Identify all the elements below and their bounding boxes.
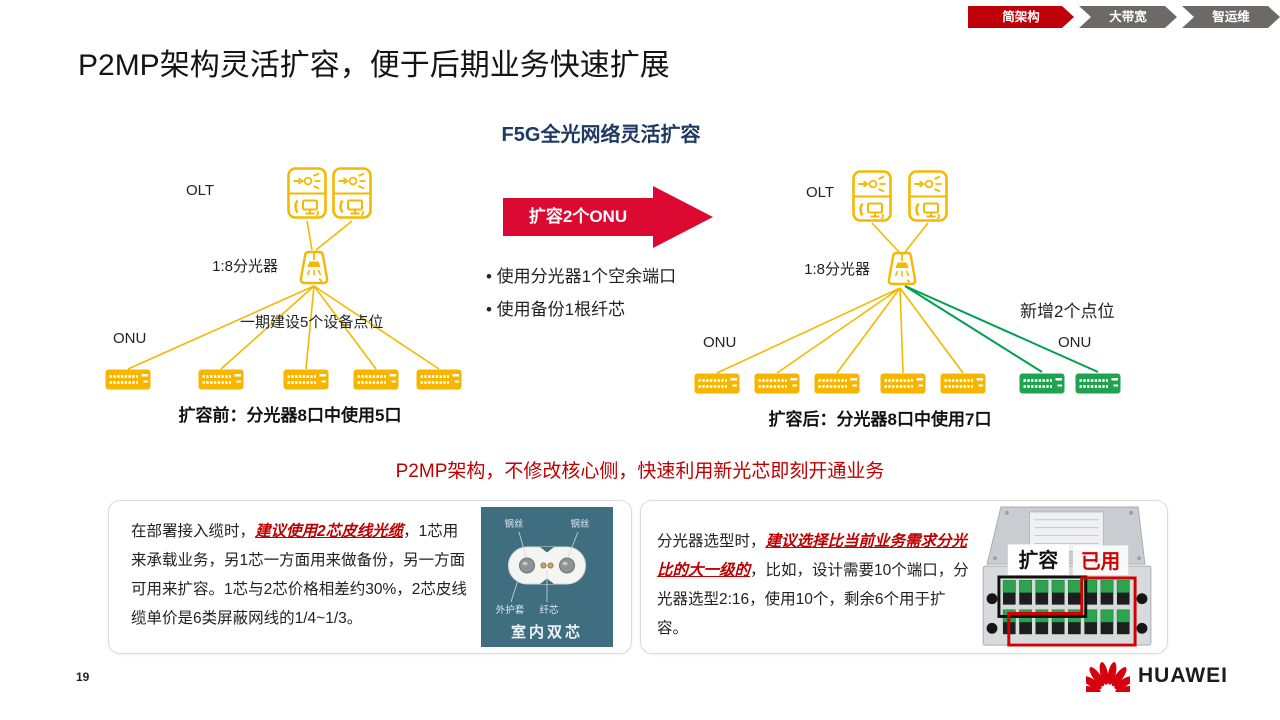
cable-cross-section-image: 钢丝 钢丝 外护套 纤芯 室内双芯 [481,507,613,647]
splitter-label-before: 1:8分光器 [212,258,278,275]
card-cable: 在部署接入缆时，建议使用2芯皮线光缆，1芯用来承载业务，另1芯一方面用来做备份，… [108,500,632,654]
huawei-logo-text: HUAWEI [1138,664,1228,687]
onu-label-after-left: ONU [703,334,737,351]
splitter-label-expand: 扩容 [1019,549,1059,572]
bullet-item: • 使用备份1根纤芯 [486,300,626,319]
onu-device-new-icon [1019,373,1065,394]
olt-icon [332,167,372,219]
cable-label-fiber-core: 纤芯 [539,604,559,616]
onu-device-icon [105,369,151,390]
page-title: P2MP架构灵活扩容，便于后期业务快速扩展 [78,49,670,82]
onu-device-icon [198,369,244,390]
onu-device-icon [353,369,399,390]
splitter-icon [296,250,332,286]
new-points-label: 新增2个点位 [1020,302,1115,321]
page-number: 19 [76,670,90,684]
olt-icon [287,167,327,219]
onu-device-icon [814,373,860,394]
breadcrumb: 简架构 大带宽 智运维 [968,6,1280,28]
onu-device-icon [940,373,986,394]
cable-text-emphasis: 建议使用2芯皮线光缆 [255,523,404,540]
cable-label-outer-sheath: 外护套 [496,604,525,616]
huawei-logo-icon [1086,662,1130,692]
onu-device-icon [694,373,740,394]
caption-after: 扩容后：分光器8口中使用7口 [768,410,992,429]
highlight-statement: P2MP架构，不修改核心侧，快速利用新光芯即刻开通业务 [395,461,885,482]
cable-label-steel-wire-left: 钢丝 [504,518,523,530]
cable-card-text: 在部署接入缆时，建议使用2芯皮线光缆，1芯用来承载业务，另1芯一方面用来做备份，… [131,517,473,633]
tab-smart-om[interactable]: 智运维 [1182,6,1280,28]
splitter-text-suffix: ，比如，设计需要10个端口，分光器选型2:16，使用10个，剩余6个用于扩容。 [657,562,969,637]
splitter-card-text: 分光器选型时，建议选择比当前业务需求分光比的大一级的，比如，设计需要10个端口，… [657,527,973,643]
splitter-text-prefix: 分光器选型时， [657,533,766,550]
expansion-arrow-head-icon [653,186,713,248]
onu-label-after-right: ONU [1058,334,1092,351]
onu-device-icon [416,369,462,390]
tab-big-bandwidth[interactable]: 大带宽 [1079,6,1177,28]
splitter-icon [884,251,920,287]
phase-label: 一期建设5个设备点位 [240,314,384,331]
onu-device-icon [283,369,329,390]
onu-device-new-icon [1075,373,1121,394]
olt-icon [908,170,948,222]
huawei-logo: HUAWEI [1086,660,1228,692]
olt-label-before: OLT [186,182,215,199]
caption-before: 扩容前：分光器8口中使用5口 [178,406,402,425]
splitter-label-used: 已用 [1081,551,1120,573]
expansion-bullets: • 使用分光器1个空余端口 • 使用备份1根纤芯 [486,260,676,326]
cable-label-steel-wire-right: 钢丝 [570,518,589,530]
bullet-item: • 使用分光器1个空余端口 [486,267,677,286]
splitter-device-image: 扩容 已用 [982,506,1152,647]
expansion-arrow: 扩容2个ONU [503,198,653,236]
splitter-label-after: 1:8分光器 [804,261,870,278]
cable-text-prefix: 在部署接入缆时， [131,523,256,540]
diagram-subtitle: F5G全光网络灵活扩容 [501,124,701,146]
card-splitter: 分光器选型时，建议选择比当前业务需求分光比的大一级的，比如，设计需要10个端口，… [640,500,1168,654]
onu-device-icon [754,373,800,394]
olt-label-after: OLT [806,184,835,201]
olt-icon [852,170,892,222]
splitter-text-emphasis: 建议选择比当前业务需求分光比的大一级的 [657,533,968,579]
onu-label-before: ONU [113,330,147,347]
cable-text-suffix: ，1芯用来承载业务，另1芯一方面用来做备份，另一方面可用来扩容。1芯与2芯价格相… [131,523,467,627]
cable-image-caption: 室内双芯 [511,623,583,641]
onu-device-icon [880,373,926,394]
tab-simple-architecture[interactable]: 简架构 [968,6,1074,28]
